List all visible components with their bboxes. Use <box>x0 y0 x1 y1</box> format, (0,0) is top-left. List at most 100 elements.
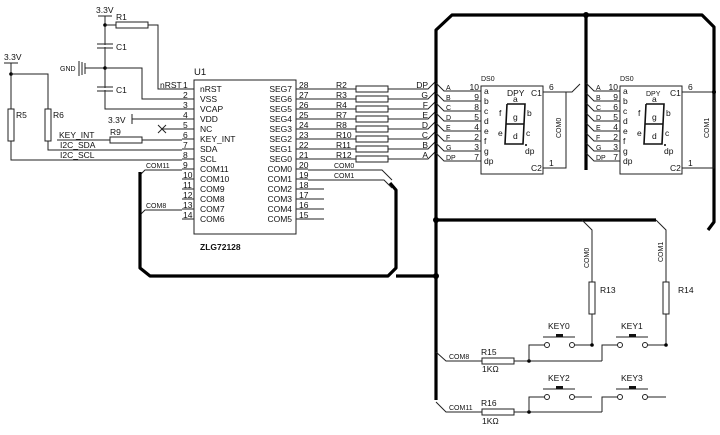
r1-label: R1 <box>116 12 127 22</box>
com0-net-label: COM0 <box>334 163 354 170</box>
seg-net-label: E <box>422 110 428 120</box>
ic-pin-number: 20 <box>299 160 309 170</box>
svg-text:e: e <box>637 128 642 138</box>
svg-text:d: d <box>513 131 518 141</box>
display-pin-name: e <box>623 126 628 136</box>
display-type: DPY <box>507 88 525 98</box>
push-button-key0: KEY0 <box>528 321 594 361</box>
svg-text:a: a <box>513 94 518 104</box>
ic-pin-name: SEG4 <box>269 114 292 124</box>
ic-pin-number: 9 <box>183 160 188 170</box>
display-pin-name: d <box>484 116 489 126</box>
ic-pin-number: 22 <box>299 140 309 150</box>
key-matrix: COM0 R13 COM1 R14 COM8 R15 1KΩ COM11 R16… <box>435 219 694 426</box>
display-c2: C2 <box>531 163 542 173</box>
seg-resistor-label: R11 <box>336 140 351 150</box>
seg-net-label: B <box>422 140 428 150</box>
display-pin-line <box>585 92 620 102</box>
display-pin-name: a <box>623 86 628 96</box>
display-pin-name: e <box>484 126 489 136</box>
com11-matrix-label: COM11 <box>449 405 473 412</box>
r15-value: 1KΩ <box>482 364 499 374</box>
display-pin-name: g <box>623 146 628 156</box>
display-pin-line <box>435 82 481 92</box>
display-pin-name: c <box>484 106 489 116</box>
display-pin-net: B <box>446 95 451 102</box>
svg-text:g: g <box>513 112 518 122</box>
ic-pin-name: SEG0 <box>269 154 292 164</box>
display-pin-net: DP <box>596 155 606 162</box>
ic-pin-number: 4 <box>183 110 188 120</box>
resistor-r14 <box>662 281 670 315</box>
display-pin-name: d <box>623 116 628 126</box>
svg-text:a: a <box>652 94 657 104</box>
ic-pin-name: VDD <box>200 114 218 124</box>
right-com-nets: COM0 COM1 <box>308 163 393 189</box>
seg-resistor <box>355 135 389 143</box>
svg-text:d: d <box>652 131 657 141</box>
svg-text:f: f <box>638 108 641 118</box>
display-pin-net: A <box>596 85 601 92</box>
display-pin-number: 8 <box>474 102 479 112</box>
display-pin-name: f <box>484 136 487 146</box>
display-pin-number: 2 <box>613 132 618 142</box>
display-pin-line <box>435 112 481 122</box>
display-pin-net: C <box>596 105 601 112</box>
display-pin-number: 2 <box>474 132 479 142</box>
r5-label: R5 <box>16 110 27 120</box>
display-pin-net: G <box>596 145 601 152</box>
vcc-label-3: 3.3V <box>108 115 126 125</box>
ic-ref: U1 <box>194 67 206 78</box>
svg-text:c: c <box>665 128 670 138</box>
r15-label: R15 <box>481 347 497 357</box>
svg-text:f: f <box>499 108 502 118</box>
display-pin-net: A <box>446 85 451 92</box>
display-pin-name: b <box>484 96 489 106</box>
seg-net-label: A <box>422 150 428 160</box>
display-pin-net: DP <box>446 155 456 162</box>
seg-resistor-label: R3 <box>336 90 347 100</box>
ic-pin-number: 18 <box>299 180 309 190</box>
push-button-key3: KEY3 <box>601 373 666 412</box>
display-c2-pin: 1 <box>549 158 554 168</box>
display-c1-pin: 6 <box>549 82 554 92</box>
display-com-label: COM1 <box>704 118 711 138</box>
display-ref: DS0 <box>620 76 634 83</box>
display-pin-line <box>585 132 620 142</box>
resistor-r1 <box>115 21 149 29</box>
com1-matrix-label: COM1 <box>658 242 665 262</box>
svg-text:dp: dp <box>525 146 535 156</box>
display-c1: C1 <box>531 88 542 98</box>
display-pin-number: 3 <box>474 142 479 152</box>
seg-net-label: C <box>422 130 428 140</box>
display-pin-line <box>585 152 620 162</box>
key-int-net-label: KEY_INT <box>59 130 94 140</box>
seg-resistor-label: R8 <box>336 120 347 130</box>
ic-pin-name: COM5 <box>267 214 292 224</box>
display-pin-line <box>585 112 620 122</box>
ic-pin-name: COM10 <box>200 174 230 184</box>
ic-pin-number: 12 <box>183 190 193 200</box>
display-pin-name: g <box>484 146 489 156</box>
display-pin-name: b <box>623 96 628 106</box>
svg-text:g: g <box>652 112 657 122</box>
ic-pin-number: 5 <box>183 120 188 130</box>
seg-resistor-label: R12 <box>336 150 352 160</box>
ic-pin-name: SEG7 <box>269 84 292 94</box>
ic-pin-number: 21 <box>299 150 309 160</box>
ic-pin-number: 19 <box>299 170 309 180</box>
seg-resistor-label: R10 <box>336 130 352 140</box>
display-type: DPY <box>646 91 661 98</box>
ic-part-number: ZLG72128 <box>200 242 241 252</box>
reset-network: 3.3V R1 nRST C1 GND C1 3.3V <box>60 5 182 134</box>
r13-label: R13 <box>600 285 616 295</box>
resistor-r13 <box>588 281 596 315</box>
display-pin-line <box>435 122 481 132</box>
seg-net-label: F <box>423 100 428 110</box>
display-c2: C2 <box>670 163 681 173</box>
ic-pin-number: 1 <box>183 80 188 90</box>
ic-pin-name: SCL <box>200 154 217 164</box>
display-pin-line <box>585 122 620 132</box>
